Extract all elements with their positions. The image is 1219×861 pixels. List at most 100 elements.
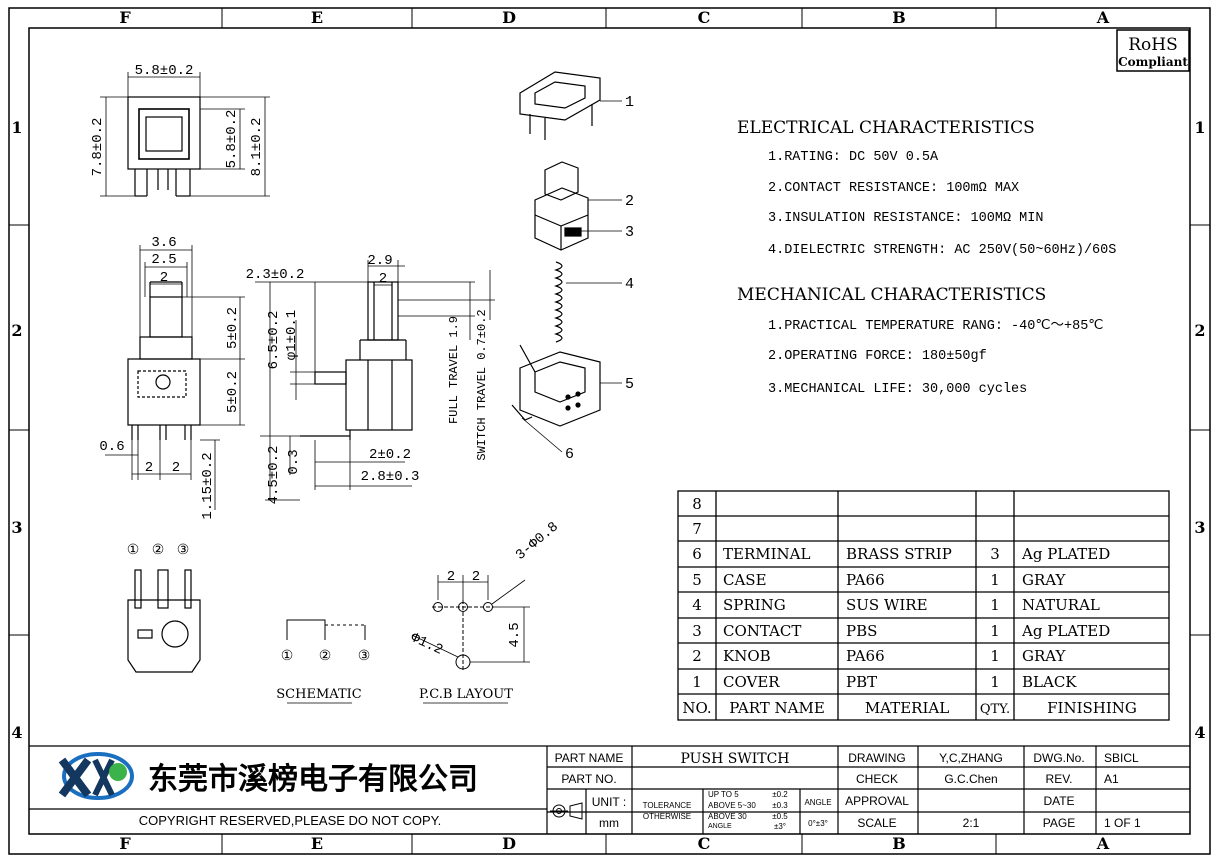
callout-6: 6 xyxy=(565,446,574,463)
svg-text:2: 2 xyxy=(172,460,180,476)
svg-text:BLACK: BLACK xyxy=(1022,673,1077,691)
svg-text:②: ② xyxy=(152,543,165,559)
svg-text:6.5±0.2: 6.5±0.2 xyxy=(266,311,282,370)
svg-text:mm: mm xyxy=(599,816,619,830)
svg-text:4.5±0.2: 4.5±0.2 xyxy=(266,446,282,505)
svg-text:2: 2 xyxy=(447,569,455,585)
svg-text:CASE: CASE xyxy=(723,571,767,589)
row-label-right: 1 xyxy=(1194,118,1205,137)
col-label-top: F xyxy=(119,8,131,27)
svg-text:BRASS STRIP: BRASS STRIP xyxy=(846,545,952,563)
schematic-title: SCHEMATIC xyxy=(276,687,361,702)
svg-text:DWG.No.: DWG.No. xyxy=(1033,751,1084,765)
svg-text:Ag PLATED: Ag PLATED xyxy=(1021,545,1110,563)
svg-text:MATERIAL: MATERIAL xyxy=(865,699,949,717)
svg-text:DRAWING: DRAWING xyxy=(848,751,906,765)
svg-text:φ1±0.1: φ1±0.1 xyxy=(284,310,300,360)
col-label-bottom: B xyxy=(892,834,906,853)
svg-text:5±0.2: 5±0.2 xyxy=(225,307,241,349)
pcb-layout xyxy=(411,575,530,704)
svg-text:1: 1 xyxy=(990,596,1000,614)
svg-text:7: 7 xyxy=(692,520,702,538)
svg-text:③: ③ xyxy=(177,543,190,559)
callout-4: 4 xyxy=(625,276,634,293)
schematic xyxy=(286,619,366,704)
part-name: PUSH SWITCH xyxy=(681,751,790,767)
svg-text:NO.: NO. xyxy=(682,699,711,717)
svg-text:FULL TRAVEL 1.9: FULL TRAVEL 1.9 xyxy=(447,316,461,424)
bom-row: 3 CONTACT PBS 1 Ag PLATED xyxy=(692,622,1110,640)
svg-text:2.3±0.2: 2.3±0.2 xyxy=(246,267,305,283)
svg-text:0.6: 0.6 xyxy=(99,439,124,455)
svg-text:PART NAME: PART NAME xyxy=(729,699,825,717)
dim-top-width: 5.8±0.2 xyxy=(135,63,194,79)
svg-text:TERMINAL: TERMINAL xyxy=(723,545,810,563)
col-label-bottom: F xyxy=(119,834,131,853)
svg-text:ANGLE: ANGLE xyxy=(804,798,831,807)
frame-labels: F E D C B A F E D C B A 1 2 3 4 1 2 3 4 xyxy=(11,8,1205,853)
svg-text:2:1: 2:1 xyxy=(963,816,980,830)
bom-row: 4 SPRING SUS WIRE 1 NATURAL xyxy=(692,596,1100,614)
svg-text:NATURAL: NATURAL xyxy=(1022,596,1100,614)
svg-text:PAGE: PAGE xyxy=(1043,816,1075,830)
svg-text:SPRING: SPRING xyxy=(723,596,786,614)
svg-text:SBICL: SBICL xyxy=(1104,751,1139,765)
svg-text:RoHS: RoHS xyxy=(1128,35,1178,55)
svg-text:4.5: 4.5 xyxy=(507,622,523,647)
front-view xyxy=(255,260,495,501)
svg-text:±0.2: ±0.2 xyxy=(772,790,788,799)
company-logo xyxy=(58,752,134,800)
svg-text:PART NO.: PART NO. xyxy=(561,772,616,786)
bom-row: 8 xyxy=(692,495,702,513)
svg-text:5±0.2: 5±0.2 xyxy=(225,371,241,413)
col-label-top: B xyxy=(892,8,906,27)
row-label-left: 3 xyxy=(11,518,22,537)
svg-text:SUS WIRE: SUS WIRE xyxy=(846,596,928,614)
svg-text:QTY.: QTY. xyxy=(980,702,1010,717)
svg-text:SCALE: SCALE xyxy=(857,816,896,830)
top-view-dims: 5.8±0.2 7.8±0.2 5.8±0.2 8.1±0.2 xyxy=(90,63,265,176)
svg-text:3-Φ0.8: 3-Φ0.8 xyxy=(513,519,562,564)
svg-text:2: 2 xyxy=(472,569,480,585)
svg-text:PBS: PBS xyxy=(846,622,877,640)
svg-text:SWITCH TRAVEL 0.7±0.2: SWITCH TRAVEL 0.7±0.2 xyxy=(475,309,489,460)
mechanical-heading: MECHANICAL CHARACTERISTICS xyxy=(737,285,1046,305)
svg-text:3.6: 3.6 xyxy=(151,235,176,251)
svg-text:2: 2 xyxy=(145,460,153,476)
row-label-left: 1 xyxy=(11,118,22,137)
svg-text:0.3: 0.3 xyxy=(286,449,302,474)
svg-text:8: 8 xyxy=(692,495,702,513)
pin-view xyxy=(127,569,201,673)
svg-text:1.15±0.2: 1.15±0.2 xyxy=(200,452,216,519)
svg-text:TOLERANCE: TOLERANCE xyxy=(643,801,692,810)
callout-5: 5 xyxy=(625,376,634,393)
electrical-characteristics: ELECTRICAL CHARACTERISTICS 1.RATING: DC … xyxy=(737,118,1116,258)
callout-1: 1 xyxy=(625,94,634,111)
svg-text:APPROVAL: APPROVAL xyxy=(845,794,909,808)
svg-text:1: 1 xyxy=(692,673,702,691)
svg-text:1.PRACTICAL TEMPERATURE RANG:: 1.PRACTICAL TEMPERATURE RANG: -40℃～+85℃ xyxy=(768,319,1103,334)
col-label-bottom: D xyxy=(502,834,516,853)
svg-text:2±0.2: 2±0.2 xyxy=(369,447,411,463)
dim-top-height: 7.8±0.2 xyxy=(90,118,106,177)
svg-text:COVER: COVER xyxy=(723,673,780,691)
svg-text:±3°: ±3° xyxy=(774,822,786,831)
top-view xyxy=(100,72,270,197)
svg-text:CHECK: CHECK xyxy=(856,772,898,786)
svg-text:PA66: PA66 xyxy=(846,571,885,589)
svg-text:PA66: PA66 xyxy=(846,647,885,665)
bom-row: 7 xyxy=(692,520,702,538)
col-label-top: E xyxy=(311,8,323,27)
rohs-badge: RoHS Compliant xyxy=(1116,29,1190,72)
row-label-right: 2 xyxy=(1194,321,1205,340)
bom-row: 5 CASE PA66 1 GRAY xyxy=(692,571,1066,589)
projection-symbol-icon xyxy=(550,802,583,820)
svg-text:Compliant: Compliant xyxy=(1118,55,1188,69)
svg-text:1: 1 xyxy=(990,571,1000,589)
svg-text:2: 2 xyxy=(160,270,168,286)
svg-text:GRAY: GRAY xyxy=(1022,647,1067,665)
svg-text:3.INSULATION RESISTANCE: 100MΩ: 3.INSULATION RESISTANCE: 100MΩ MIN xyxy=(768,211,1043,226)
svg-text:DATE: DATE xyxy=(1043,794,1074,808)
schematic-labels: ① ② ③ SCHEMATIC xyxy=(276,649,370,702)
svg-text:±0.5: ±0.5 xyxy=(772,812,788,821)
